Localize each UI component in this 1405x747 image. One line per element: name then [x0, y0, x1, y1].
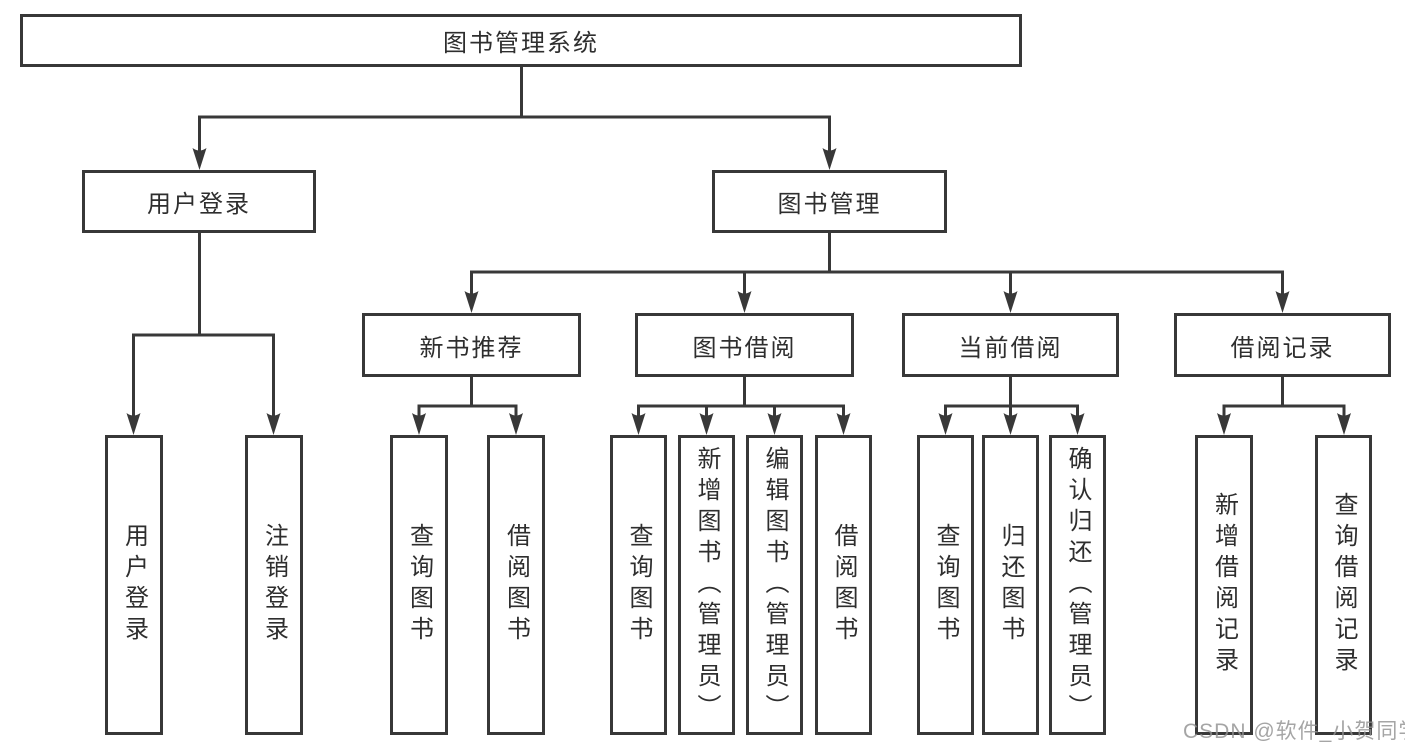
arrowhead-leaf-user-login — [126, 413, 141, 435]
arrowhead-current-borrow — [1003, 291, 1018, 313]
connector-br-rail — [1222, 404, 1346, 417]
arrowhead-borrow-records — [1275, 291, 1290, 313]
connector-cb-rail — [944, 404, 1079, 417]
node-leaf-cb-query-books: 查询图书 — [917, 435, 974, 735]
node-leaf-bb-add-books: 新增图书（管理员） — [678, 435, 735, 735]
node-leaf-bb-query-books: 查询图书 — [610, 435, 667, 735]
arrowhead-cb-return — [1003, 413, 1018, 435]
node-leaf-br-query-record: 查询借阅记录 — [1315, 435, 1372, 735]
node-book-borrow: 图书借阅 — [635, 313, 854, 377]
arrowhead-bb-edit — [767, 413, 782, 435]
node-leaf-cb-return-books: 归还图书 — [982, 435, 1039, 735]
arrowhead-bb-query — [631, 413, 646, 435]
arrowhead-nbr-borrow — [509, 413, 523, 435]
arrowhead-bb-add — [699, 413, 714, 435]
arrowhead-leaf-logout — [266, 413, 281, 435]
arrowhead-nbr-query — [412, 413, 426, 435]
node-leaf-bb-borrow-books: 借阅图书 — [815, 435, 872, 735]
connector-nbr-rail — [417, 404, 518, 417]
connector-user-login-rail — [132, 333, 275, 417]
node-leaf-br-add-record: 新增借阅记录 — [1195, 435, 1253, 735]
node-leaf-user-login: 用户登录 — [105, 435, 163, 735]
connector-book-management-rail — [470, 270, 1284, 295]
arrowhead-cb-query — [938, 413, 953, 435]
connector-bb-rail — [637, 404, 845, 417]
node-leaf-logout: 注销登录 — [245, 435, 303, 735]
arrowhead-book-management — [822, 148, 837, 170]
node-leaf-cb-confirm-return: 确认归还（管理员） — [1049, 435, 1106, 735]
node-current-borrow: 当前借阅 — [902, 313, 1119, 377]
arrowhead-user-login — [192, 148, 207, 170]
node-borrow-records: 借阅记录 — [1174, 313, 1391, 377]
node-user-login: 用户登录 — [82, 170, 316, 233]
node-library-management-system: 图书管理系统 — [20, 14, 1022, 67]
csdn-watermark: CSDN @软件_小贺同学 — [1183, 720, 1405, 743]
node-leaf-nbr-query-books: 查询图书 — [390, 435, 448, 735]
arrowhead-br-query — [1337, 413, 1351, 435]
arrowhead-book-borrow — [737, 291, 752, 313]
arrowhead-new-book-recommend — [464, 291, 479, 313]
arrowhead-cb-confirm — [1070, 413, 1085, 435]
node-book-management: 图书管理 — [712, 170, 947, 233]
arrowhead-bb-borrow — [836, 413, 851, 435]
connector-root-rail — [198, 115, 831, 152]
node-leaf-bb-edit-books: 编辑图书（管理员） — [746, 435, 803, 735]
arrowhead-br-add — [1217, 413, 1231, 435]
node-new-book-recommend: 新书推荐 — [362, 313, 581, 377]
node-leaf-nbr-borrow-books: 借阅图书 — [487, 435, 545, 735]
